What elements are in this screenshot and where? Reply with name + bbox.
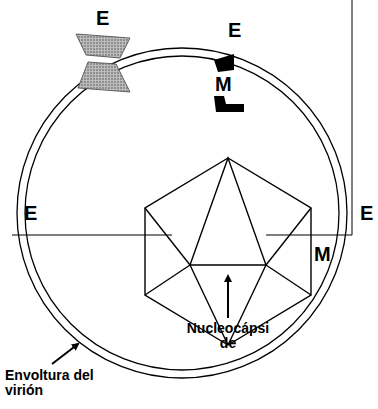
glycoprotein-e bbox=[78, 62, 130, 92]
protein-label: E bbox=[228, 20, 241, 41]
leader-line bbox=[352, 0, 353, 235]
pointer-arrow bbox=[52, 344, 78, 364]
nucleocapsid-icosahedron bbox=[145, 158, 311, 345]
protein-label: M bbox=[215, 74, 232, 95]
envelope-inner bbox=[25, 56, 339, 370]
protein-m bbox=[214, 96, 244, 112]
glycoprotein-e bbox=[76, 34, 130, 58]
pointer-arrow bbox=[227, 276, 229, 318]
protein-label: M bbox=[314, 244, 331, 265]
nucleocapsid-label: Nucleocápsi de bbox=[182, 321, 274, 350]
protein-label: E bbox=[96, 8, 109, 29]
envelope-outer bbox=[17, 48, 347, 378]
protein-e bbox=[214, 54, 234, 72]
envelope-label: Envoltura del virión bbox=[5, 368, 105, 397]
protein-label: E bbox=[360, 203, 373, 224]
leader-line bbox=[266, 235, 352, 236]
protein-label: E bbox=[24, 203, 37, 224]
leader-line bbox=[12, 235, 172, 236]
